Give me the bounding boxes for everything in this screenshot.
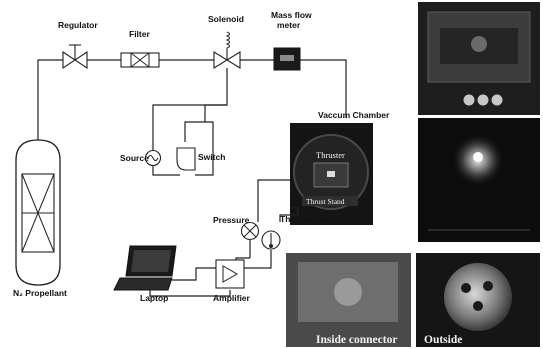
thruster-caption: Thruster [316,150,345,160]
inside-connector-caption: Inside connector [316,334,397,346]
amplifier-label: Amplifier [213,293,251,303]
switch-icon [176,147,196,171]
thrust-stand-caption: Thrust Stand [306,197,345,206]
filter-icon [120,52,160,68]
gas-line [37,59,347,142]
pressure-label: Pressure [213,215,250,225]
plasma-glow-photo [418,118,540,242]
mass-flow-label-line2: meter [277,20,301,30]
source-label: Source [120,153,149,163]
thermocouple-icon [261,230,281,250]
thruster-panel-photo [418,2,540,115]
pressure-sensor-icon [240,221,260,241]
thermocouple-label: Thermocouple [280,214,339,224]
outside-caption: Outside [424,334,462,346]
regulator-valve-icon [62,44,88,70]
laptop-icon [113,245,177,291]
solenoid-label: Solenoid [208,14,244,24]
vacuum-chamber-label: Vaccum Chamber [318,110,390,120]
mass-flow-label-line1: Mass flow [271,10,312,20]
inside-connector-photo: Inside connector [286,253,411,347]
filter-label: Filter [129,29,150,39]
regulator-label: Regulator [58,20,98,30]
mass-flow-meter-icon [273,47,301,71]
switch-label: Switch [198,152,225,162]
propellant-tank [15,139,61,286]
amplifier-icon [215,259,245,289]
outside-photo: Outside [416,253,540,347]
laptop-label: Laptop [140,293,168,303]
propellant-label: N₂ Propellant [13,288,67,298]
solenoid-valve-icon [213,31,241,69]
vacuum-chamber-photo: Thruster Thrust Stand [290,123,373,225]
source-icon [144,149,162,167]
